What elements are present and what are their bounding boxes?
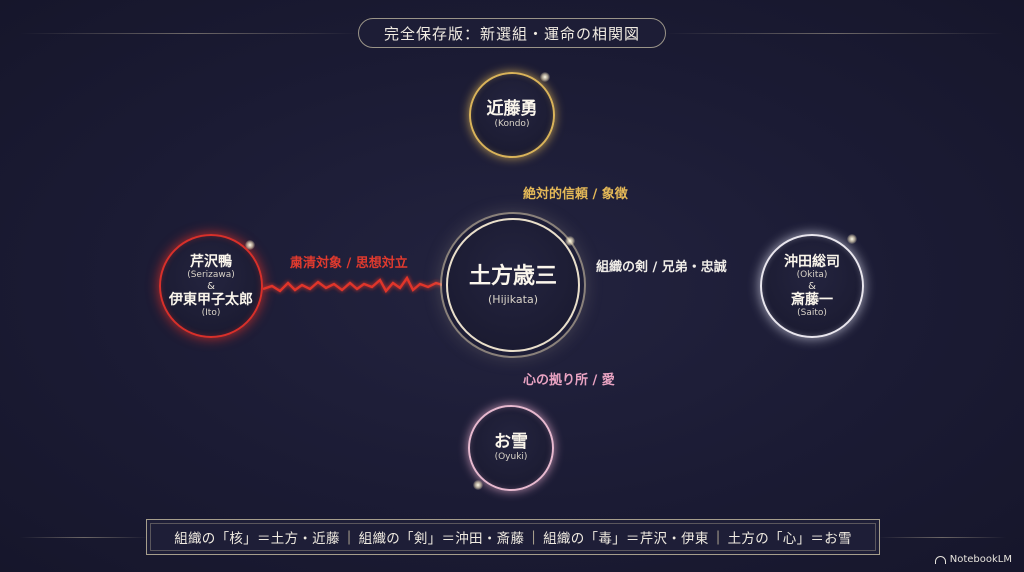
node-romaji-ito: (Ito): [201, 307, 221, 318]
node-okita-saito: 沖田総司 (Okita) & 斎藤一 (Saito): [760, 234, 864, 338]
link-label-serizawa-ito: 粛清対象 / 思想対立: [290, 256, 408, 271]
node-ampersand: &: [808, 280, 816, 292]
node-name-saito: 斎藤一: [791, 291, 833, 308]
footer-rule-left: [20, 537, 148, 538]
node-name-okita: 沖田総司: [784, 253, 840, 270]
sparkle-icon: [847, 234, 857, 244]
link-line-serizawa: [262, 275, 447, 294]
node-romaji: (Oyuki): [494, 452, 528, 463]
brand-watermark: NotebookLM: [934, 554, 1012, 565]
summary-item: 組織の「核」＝土方・近藤: [174, 531, 340, 547]
node-ampersand: &: [207, 280, 215, 292]
page-title: 完全保存版：新選組・運命の相関図: [358, 18, 666, 48]
summary-separator: |: [346, 529, 352, 545]
title-rule-left: [20, 33, 360, 34]
footer-rule-right: [878, 537, 1006, 538]
node-serizawa-ito: 芹沢鴨 (Serizawa) & 伊東甲子太郎 (Ito): [159, 234, 263, 338]
link-label-oyuki: 心の拠り所 / 愛: [523, 373, 615, 388]
link-label-kondo: 絶対的信頼 / 象徴: [523, 187, 628, 202]
summary-item: 土方の「心」＝お雪: [727, 531, 852, 547]
summary-separator: |: [531, 529, 537, 545]
title-rule-right: [664, 33, 1004, 34]
node-name-ito: 伊東甲子太郎: [169, 291, 253, 308]
node-hijikata: 土方歳三 (Hijikata): [446, 218, 580, 352]
node-romaji-okita: (Okita): [796, 269, 828, 280]
summary-item: 組織の「剣」＝沖田・斎藤: [358, 531, 525, 547]
node-romaji-serizawa: (Serizawa): [187, 269, 235, 280]
summary-item: 組織の「毒」＝芹沢・伊東: [543, 531, 709, 547]
node-name: 近藤勇: [486, 98, 538, 119]
brand-name: NotebookLM: [949, 554, 1012, 565]
node-romaji-saito: (Saito): [797, 307, 827, 318]
sparkle-icon: [245, 240, 255, 250]
node-kondo: 近藤勇 (Kondo): [469, 72, 555, 158]
sparkle-icon: [473, 480, 483, 490]
sparkle-icon: [565, 236, 575, 246]
summary-bar: 組織の「核」＝土方・近藤 | 組織の「剣」＝沖田・斎藤 | 組織の「毒」＝芹沢・…: [146, 519, 880, 555]
node-name: お雪: [494, 431, 528, 452]
notebooklm-logo-icon: [934, 555, 946, 564]
node-name-serizawa: 芹沢鴨: [190, 253, 232, 270]
node-romaji: (Hijikata): [488, 292, 538, 306]
link-label-okita-saito: 組織の剣 / 兄弟・忠誠: [596, 260, 727, 275]
node-name: 土方歳三: [468, 263, 557, 290]
sparkle-icon: [540, 72, 550, 82]
node-romaji: (Kondo): [494, 119, 530, 130]
summary-separator: |: [715, 529, 721, 545]
node-oyuki: お雪 (Oyuki): [468, 405, 554, 491]
